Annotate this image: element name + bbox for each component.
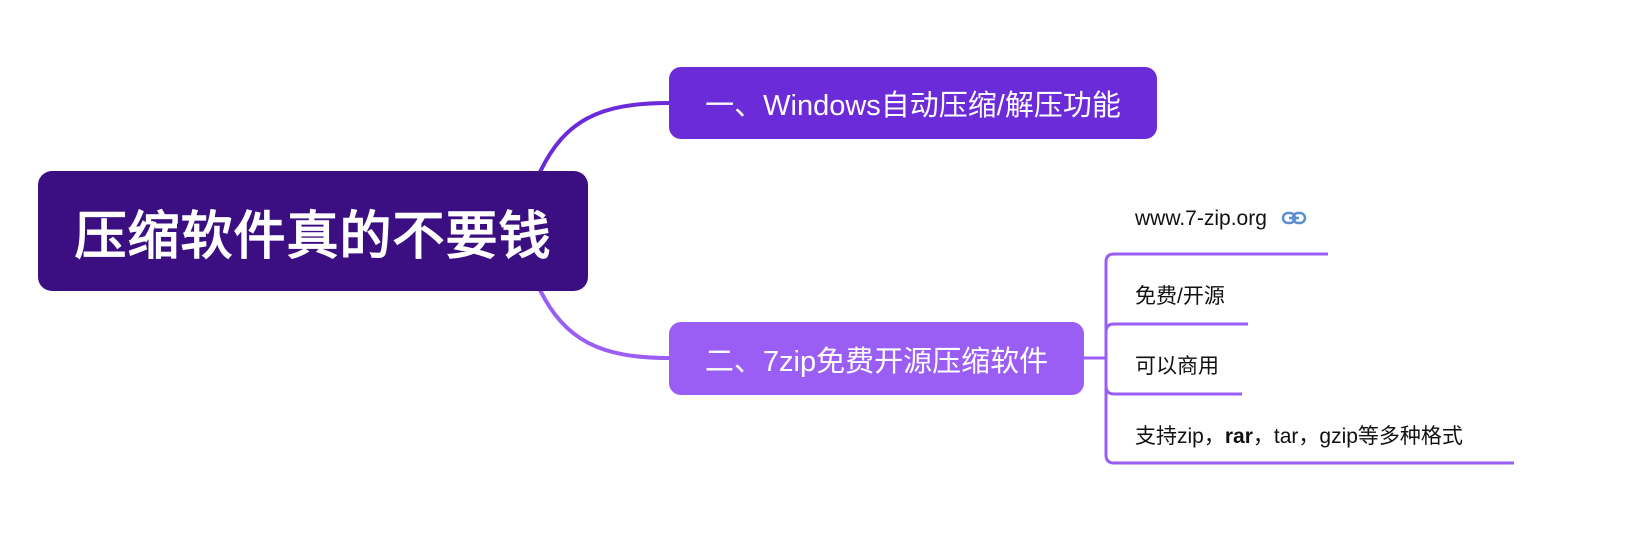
connector-root-branch2 [538, 289, 670, 360]
leaf-website[interactable]: www.7-zip.org [1135, 207, 1307, 231]
leaf-formats[interactable]: 支持zip，rar，tar，gzip等多种格式 [1135, 420, 1463, 450]
branch-windows[interactable]: 一、Windows自动压缩/解压功能 [669, 67, 1157, 139]
root-topic-label: 压缩软件真的不要钱 [74, 207, 552, 266]
leaf3-underline [1104, 385, 1242, 396]
leaf-label: 免费/开源 [1135, 285, 1225, 308]
branch-label: 二、7zip免费开源压缩软件 [704, 345, 1049, 378]
connector-root-branch1 [538, 101, 670, 173]
branch-label: 一、Windows自动压缩/解压功能 [705, 90, 1121, 122]
leaf-commercial-use[interactable]: 可以商用 [1135, 350, 1219, 380]
leaf-label-part: 支持zip， [1135, 425, 1225, 448]
root-topic[interactable]: 压缩软件真的不要钱 [38, 171, 588, 291]
leaf-label-bold: rar [1224, 425, 1253, 448]
leaf-bracket [1104, 252, 1514, 465]
leaf2-underline [1104, 322, 1248, 333]
leaf-label: 可以商用 [1135, 355, 1219, 378]
leaf-label: www.7-zip.org [1135, 207, 1267, 230]
link-icon[interactable] [1281, 207, 1307, 231]
leaf-free-open-source[interactable]: 免费/开源 [1135, 280, 1225, 310]
branch-7zip[interactable]: 二、7zip免费开源压缩软件 [669, 322, 1084, 395]
leaf-label-part: ，tar，gzip等多种格式 [1252, 425, 1463, 448]
